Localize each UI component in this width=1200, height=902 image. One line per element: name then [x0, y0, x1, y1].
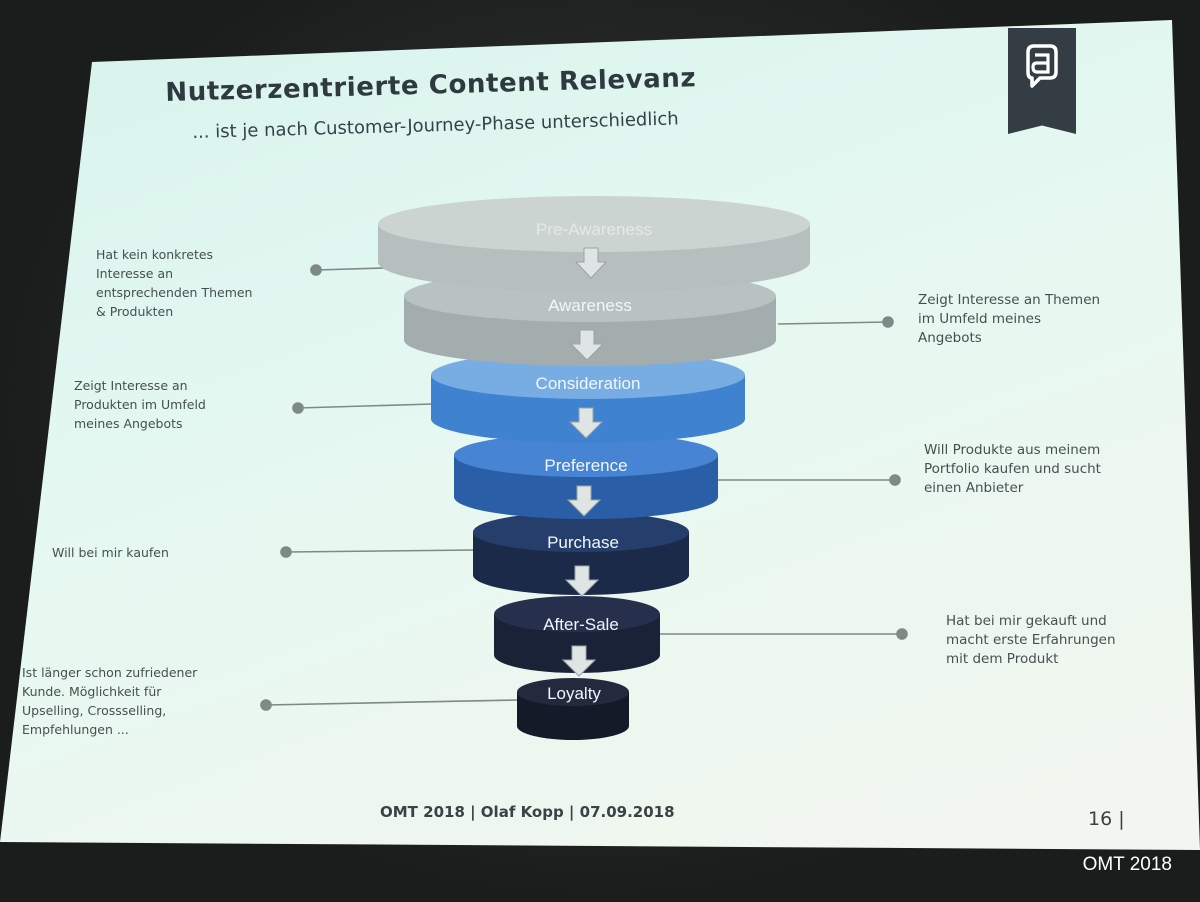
speech-bubble-a-icon: [1026, 44, 1058, 88]
stage-label-consideration: Consideration: [535, 374, 641, 393]
stage-label-awareness: Awareness: [548, 296, 632, 315]
funnel-stage-pre-awareness: [378, 196, 810, 292]
connector-dot: [882, 316, 894, 328]
connector-dot: [896, 628, 908, 640]
note-after-sale: Hat bei mir gekauft und macht erste Erfa…: [946, 613, 1116, 667]
stage-label-purchase: Purchase: [547, 533, 619, 552]
stage-label-after-sale: After-Sale: [543, 615, 619, 634]
arrow-down-icon: [568, 407, 604, 439]
arrow-down-icon: [561, 645, 597, 677]
arrow-down-icon: [566, 485, 602, 517]
stage-label-loyalty: Loyalty: [547, 684, 601, 703]
connector-dot: [260, 699, 272, 711]
note-preference: Will Produkte aus meinem Portfolio kaufe…: [924, 442, 1101, 496]
logo-banner: [1008, 28, 1076, 134]
stage-label-pre-awareness: Pre-Awareness: [536, 220, 652, 239]
note-loyalty: Ist länger schon zufriedener Kunde. Mögl…: [22, 665, 198, 737]
watermark: OMT 2018: [1082, 854, 1172, 875]
arrow-down-icon: [574, 247, 608, 279]
connector-dot: [310, 264, 322, 276]
note-consideration: Zeigt Interesse an Produkten im Umfeld m…: [74, 378, 206, 431]
funnel-stage-after-sale: [494, 596, 660, 673]
slide-footer: OMT 2018 | Olaf Kopp | 07.09.2018: [380, 803, 675, 821]
stage-label-preference: Preference: [544, 456, 628, 475]
note-awareness: Zeigt Interesse an Themen im Umfeld mein…: [918, 292, 1101, 346]
note-pre-awareness: Hat kein konkretes Interesse an entsprec…: [96, 247, 253, 319]
funnel-stage-loyalty: [517, 678, 629, 740]
arrow-down-icon: [569, 329, 605, 361]
funnel-stage-purchase: [473, 512, 689, 595]
connector-dot: [280, 546, 292, 558]
connector-dot: [292, 402, 304, 414]
arrow-down-icon: [564, 565, 600, 597]
connector-lines: [260, 264, 908, 711]
page-number: 16 |: [1088, 808, 1125, 830]
note-purchase: Will bei mir kaufen: [52, 545, 169, 560]
connector-dot: [889, 474, 901, 486]
